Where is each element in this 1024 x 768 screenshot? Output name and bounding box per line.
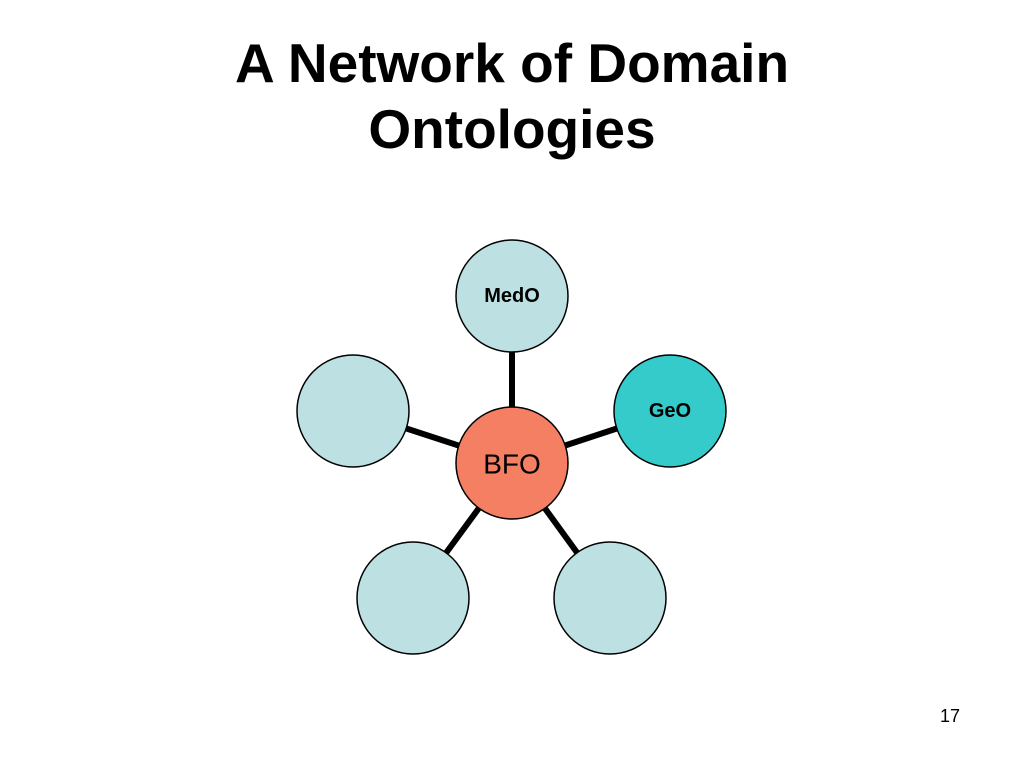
node-bottom-left — [356, 541, 470, 655]
node-bottom-right — [553, 541, 667, 655]
node-left-circle — [296, 354, 410, 468]
node-left — [296, 354, 410, 468]
slide-title: A Network of Domain Ontologies — [0, 30, 1024, 162]
node-bfo-circle — [455, 406, 569, 520]
node-bfo-hub: BFO — [455, 406, 569, 520]
slide-title-line-2: Ontologies — [368, 98, 656, 160]
node-bottom-right-circle — [553, 541, 667, 655]
slide-title-line-1: A Network of Domain — [234, 32, 790, 94]
node-medo-circle — [455, 239, 569, 353]
node-medo: MedO — [455, 239, 569, 353]
node-medo-label: MedO — [484, 285, 540, 307]
node-bottom-left-circle — [356, 541, 470, 655]
page-number: 17 — [939, 706, 960, 726]
node-geo-label: GeO — [649, 400, 691, 422]
node-geo: GeO — [613, 354, 727, 468]
node-geo-circle — [613, 354, 727, 468]
node-bfo-label: BFO — [483, 449, 541, 480]
